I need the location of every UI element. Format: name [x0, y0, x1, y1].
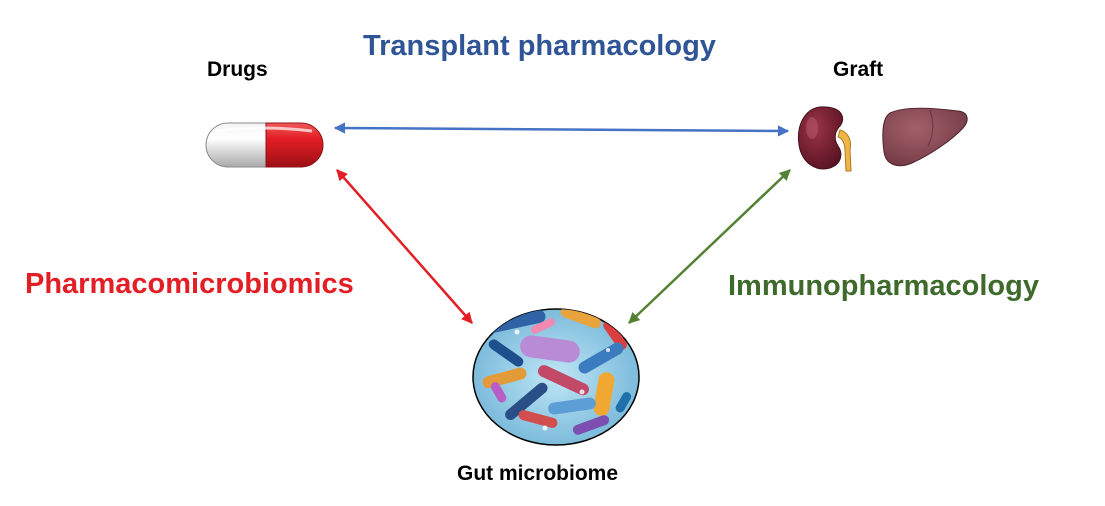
pharmacomicrobiomics-label: Pharmacomicrobiomics: [25, 268, 354, 300]
arrow-graft-microbiome: [628, 169, 791, 324]
drugs-label: Drugs: [207, 58, 268, 81]
gut-microbiome-label: Gut microbiome: [457, 462, 619, 485]
immunopharmacology-label: Immunopharmacology: [728, 270, 1039, 302]
diagram-title: Transplant pharmacology: [363, 30, 716, 62]
kidney-icon: [797, 106, 852, 172]
bacteria-icon: [472, 308, 640, 446]
arrow-drugs-graft: [333, 122, 790, 137]
arrow-drugs-microbiome: [336, 169, 473, 324]
liver-icon: [882, 107, 968, 167]
graft-label: Graft: [833, 58, 884, 81]
capsule-icon: [205, 122, 324, 168]
